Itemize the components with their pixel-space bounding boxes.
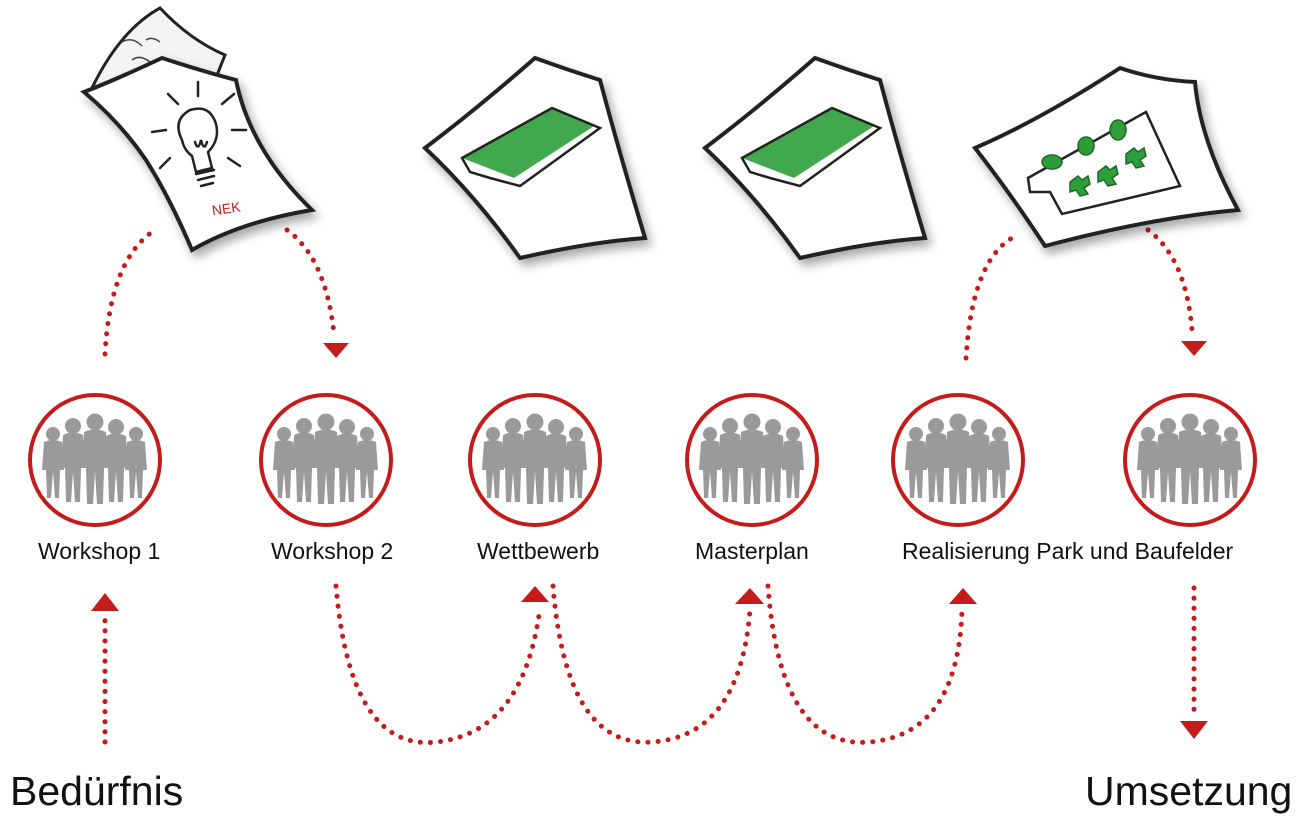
park-sheet: [971, 65, 1242, 249]
stage-label-masterplan: Masterplan: [695, 538, 809, 564]
end-label: Umsetzung: [1085, 768, 1293, 814]
arrowhead-up: [735, 588, 764, 604]
arrowhead-down: [1180, 721, 1208, 739]
light-bulb-icon: [150, 80, 248, 188]
plan-sheet-1: [421, 55, 648, 261]
stage-circle-6: [1123, 393, 1257, 527]
arc-sheet-to-workshop2: [284, 227, 337, 337]
arc-realisierung-to-sheet: [963, 235, 1015, 361]
stage-circle-5: [891, 393, 1025, 527]
stage-circle-2: [259, 393, 393, 527]
idea-sheet: NEK: [80, 6, 317, 253]
sheet-label-nek: NEK: [211, 198, 242, 218]
arrowhead-down: [1181, 341, 1207, 356]
stage-label-workshop-1: Workshop 1: [38, 538, 161, 564]
arc-workshop1-to-sheet: [102, 229, 155, 357]
plan-sheet-2: [701, 55, 928, 261]
stage-label-realisierung: Realisierung Park und Baufelder: [902, 538, 1234, 564]
stage-circle-4: [685, 393, 819, 527]
stage-label-workshop-2: Workshop 2: [271, 538, 394, 564]
stage-label-wettbewerb: Wettbewerb: [477, 538, 600, 564]
arc-wettbewerb-to-masterplan: [550, 583, 753, 745]
arrowhead-up: [91, 593, 119, 611]
stage-circle-3: [468, 393, 602, 527]
start-label: Bedürfnis: [10, 768, 184, 814]
arc-workshop2-to-wettbewerb: [333, 583, 543, 746]
arrowhead-down: [323, 343, 349, 358]
arc-sheet-to-stage6: [1145, 227, 1195, 333]
arrowhead-up: [949, 588, 977, 604]
arrowhead-up: [521, 586, 549, 602]
stage-circle-1: [28, 393, 162, 527]
arc-masterplan-to-realisierung: [765, 583, 965, 745]
